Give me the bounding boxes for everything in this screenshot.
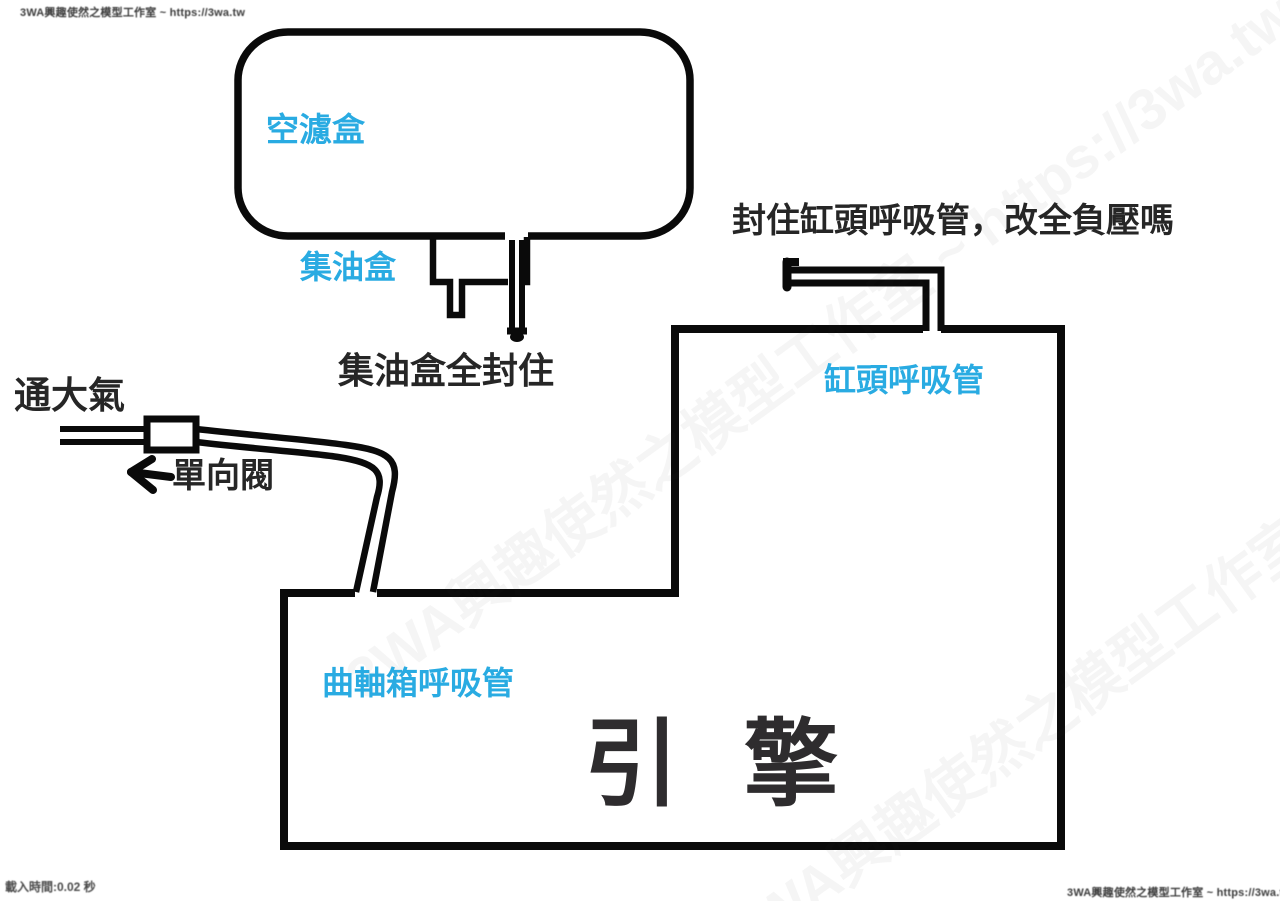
engine-outline-shape xyxy=(377,325,923,597)
label-vent-to-atmosphere: 通大氣 xyxy=(14,375,125,416)
label-head-breather-question: 封住缸頭呼吸管，改全負壓嗎 xyxy=(732,202,1174,240)
label-crankcase-breather: 曲軸箱呼吸管 xyxy=(322,665,515,701)
watermark-bottom-right: 3WA興趣使然之模型工作室 ~ https://3wa.tw xyxy=(1067,887,1280,899)
crankcase-breather-pipe-shape xyxy=(195,425,399,593)
label-one-way-valve: 單向閥 xyxy=(172,457,274,495)
label-oil-catch-sealed: 集油盒全封住 xyxy=(338,350,555,391)
label-air-filter-box: 空濾盒 xyxy=(266,111,365,148)
oil-catch-box-shape xyxy=(429,237,508,319)
one-way-valve-shape xyxy=(143,415,200,454)
left-arrow-icon xyxy=(127,455,175,494)
watermark-top-left: 3WA興趣使然之模型工作室 ~ https://3wa.tw xyxy=(20,7,246,19)
label-oil-catch-box: 集油盒 xyxy=(300,249,397,285)
head-breather-pipe-shape xyxy=(789,266,945,331)
load-time-text: 載入時間:0.02 秒 xyxy=(5,880,96,894)
label-head-breather: 缸頭呼吸管 xyxy=(824,362,985,398)
air-filter-box-shape xyxy=(234,28,694,240)
engine-title: 引 擎 xyxy=(584,712,839,818)
